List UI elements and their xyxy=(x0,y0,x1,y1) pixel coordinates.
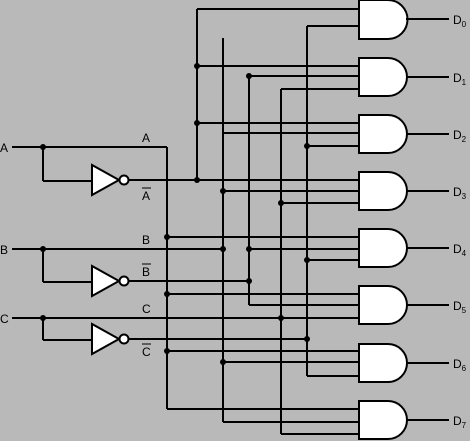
junction-dot xyxy=(304,143,310,149)
junction-dots xyxy=(40,63,310,365)
junction-dot xyxy=(278,200,284,206)
junction-dot xyxy=(40,144,46,150)
output-label-d4: D4 xyxy=(453,242,467,258)
output-label-d5-index: 5 xyxy=(462,306,467,315)
inverter-b-bubble xyxy=(118,275,130,287)
junction-dot xyxy=(40,246,46,252)
and-gate-d3 xyxy=(358,171,449,211)
output-label-d1-base: D xyxy=(453,71,462,85)
line-c-label: C xyxy=(142,302,151,316)
output-label-d0-base: D xyxy=(453,13,462,27)
junction-dot xyxy=(164,234,170,240)
input-c-label: C xyxy=(0,312,9,326)
and-gate-d5 xyxy=(358,285,449,325)
output-label-d2-base: D xyxy=(453,128,462,142)
and-gate-d4 xyxy=(358,228,449,268)
junction-dot xyxy=(164,348,170,354)
input-a-label: A xyxy=(0,141,8,155)
output-label-d4-index: 4 xyxy=(462,249,467,258)
junction-dot xyxy=(304,257,310,263)
and-gate-d3-body xyxy=(358,171,408,211)
output-label-d7-index: 7 xyxy=(462,421,467,430)
junction-dot xyxy=(164,291,170,297)
junction-dot xyxy=(194,177,200,183)
junction-dot xyxy=(246,278,252,284)
junction-dot xyxy=(246,73,252,79)
and-gate-d2-body xyxy=(358,114,408,154)
output-label-d3-index: 3 xyxy=(462,192,467,201)
output-label-d6-base: D xyxy=(453,357,462,371)
junction-dot xyxy=(220,188,226,194)
output-label-d1-index: 1 xyxy=(462,78,467,87)
output-label-d3-base: D xyxy=(453,185,462,199)
junction-dot xyxy=(278,315,284,321)
output-label-d5-base: D xyxy=(453,299,462,313)
and-gate-d6-body xyxy=(358,343,408,383)
output-label-d0: D0 xyxy=(453,13,467,29)
line-a-label: A xyxy=(142,131,150,145)
output-label-d2: D2 xyxy=(453,128,467,144)
junction-dot xyxy=(304,336,310,342)
output-label-d5: D5 xyxy=(453,299,467,315)
output-label-d1: D1 xyxy=(453,71,467,87)
and-gate-d1 xyxy=(358,57,449,97)
junction-dot xyxy=(194,120,200,126)
line-b-label: B xyxy=(142,233,150,247)
and-gate-d2 xyxy=(358,114,449,154)
line-b-not-label: B xyxy=(142,265,150,279)
junction-dot xyxy=(220,359,226,365)
junction-dot xyxy=(194,63,200,69)
inverter-c-bubble xyxy=(118,333,130,345)
junction-dot xyxy=(40,315,46,321)
junction-dot xyxy=(246,246,252,252)
inverter-a xyxy=(91,163,122,197)
output-label-d6: D6 xyxy=(453,357,467,373)
output-label-d4-base: D xyxy=(453,242,462,256)
inverter-b xyxy=(91,264,122,298)
inverter-a-bubble xyxy=(118,174,130,186)
and-gate-d0-body xyxy=(358,0,409,40)
and-gate-d5-body xyxy=(358,285,408,325)
and-gate-d6 xyxy=(358,343,449,383)
and-gate-d7 xyxy=(358,400,449,440)
inverter-c xyxy=(91,322,122,356)
and-gate-d7-body xyxy=(358,400,408,440)
output-label-d7-base: D xyxy=(453,414,462,428)
output-label-d7: D7 xyxy=(453,414,467,430)
and-gate-d0 xyxy=(358,0,449,40)
line-c-not-label: C xyxy=(142,345,151,359)
line-a-not-label: A xyxy=(142,189,150,203)
junction-dot xyxy=(220,246,226,252)
output-label-d3: D3 xyxy=(453,185,467,201)
output-label-d6-index: 6 xyxy=(462,364,467,373)
input-b-label: B xyxy=(0,243,8,257)
output-label-d2-index: 2 xyxy=(462,135,467,144)
output-label-d0-index: 0 xyxy=(462,20,467,29)
and-gate-d1-body xyxy=(358,57,408,97)
and-gate-d4-body xyxy=(358,228,408,268)
